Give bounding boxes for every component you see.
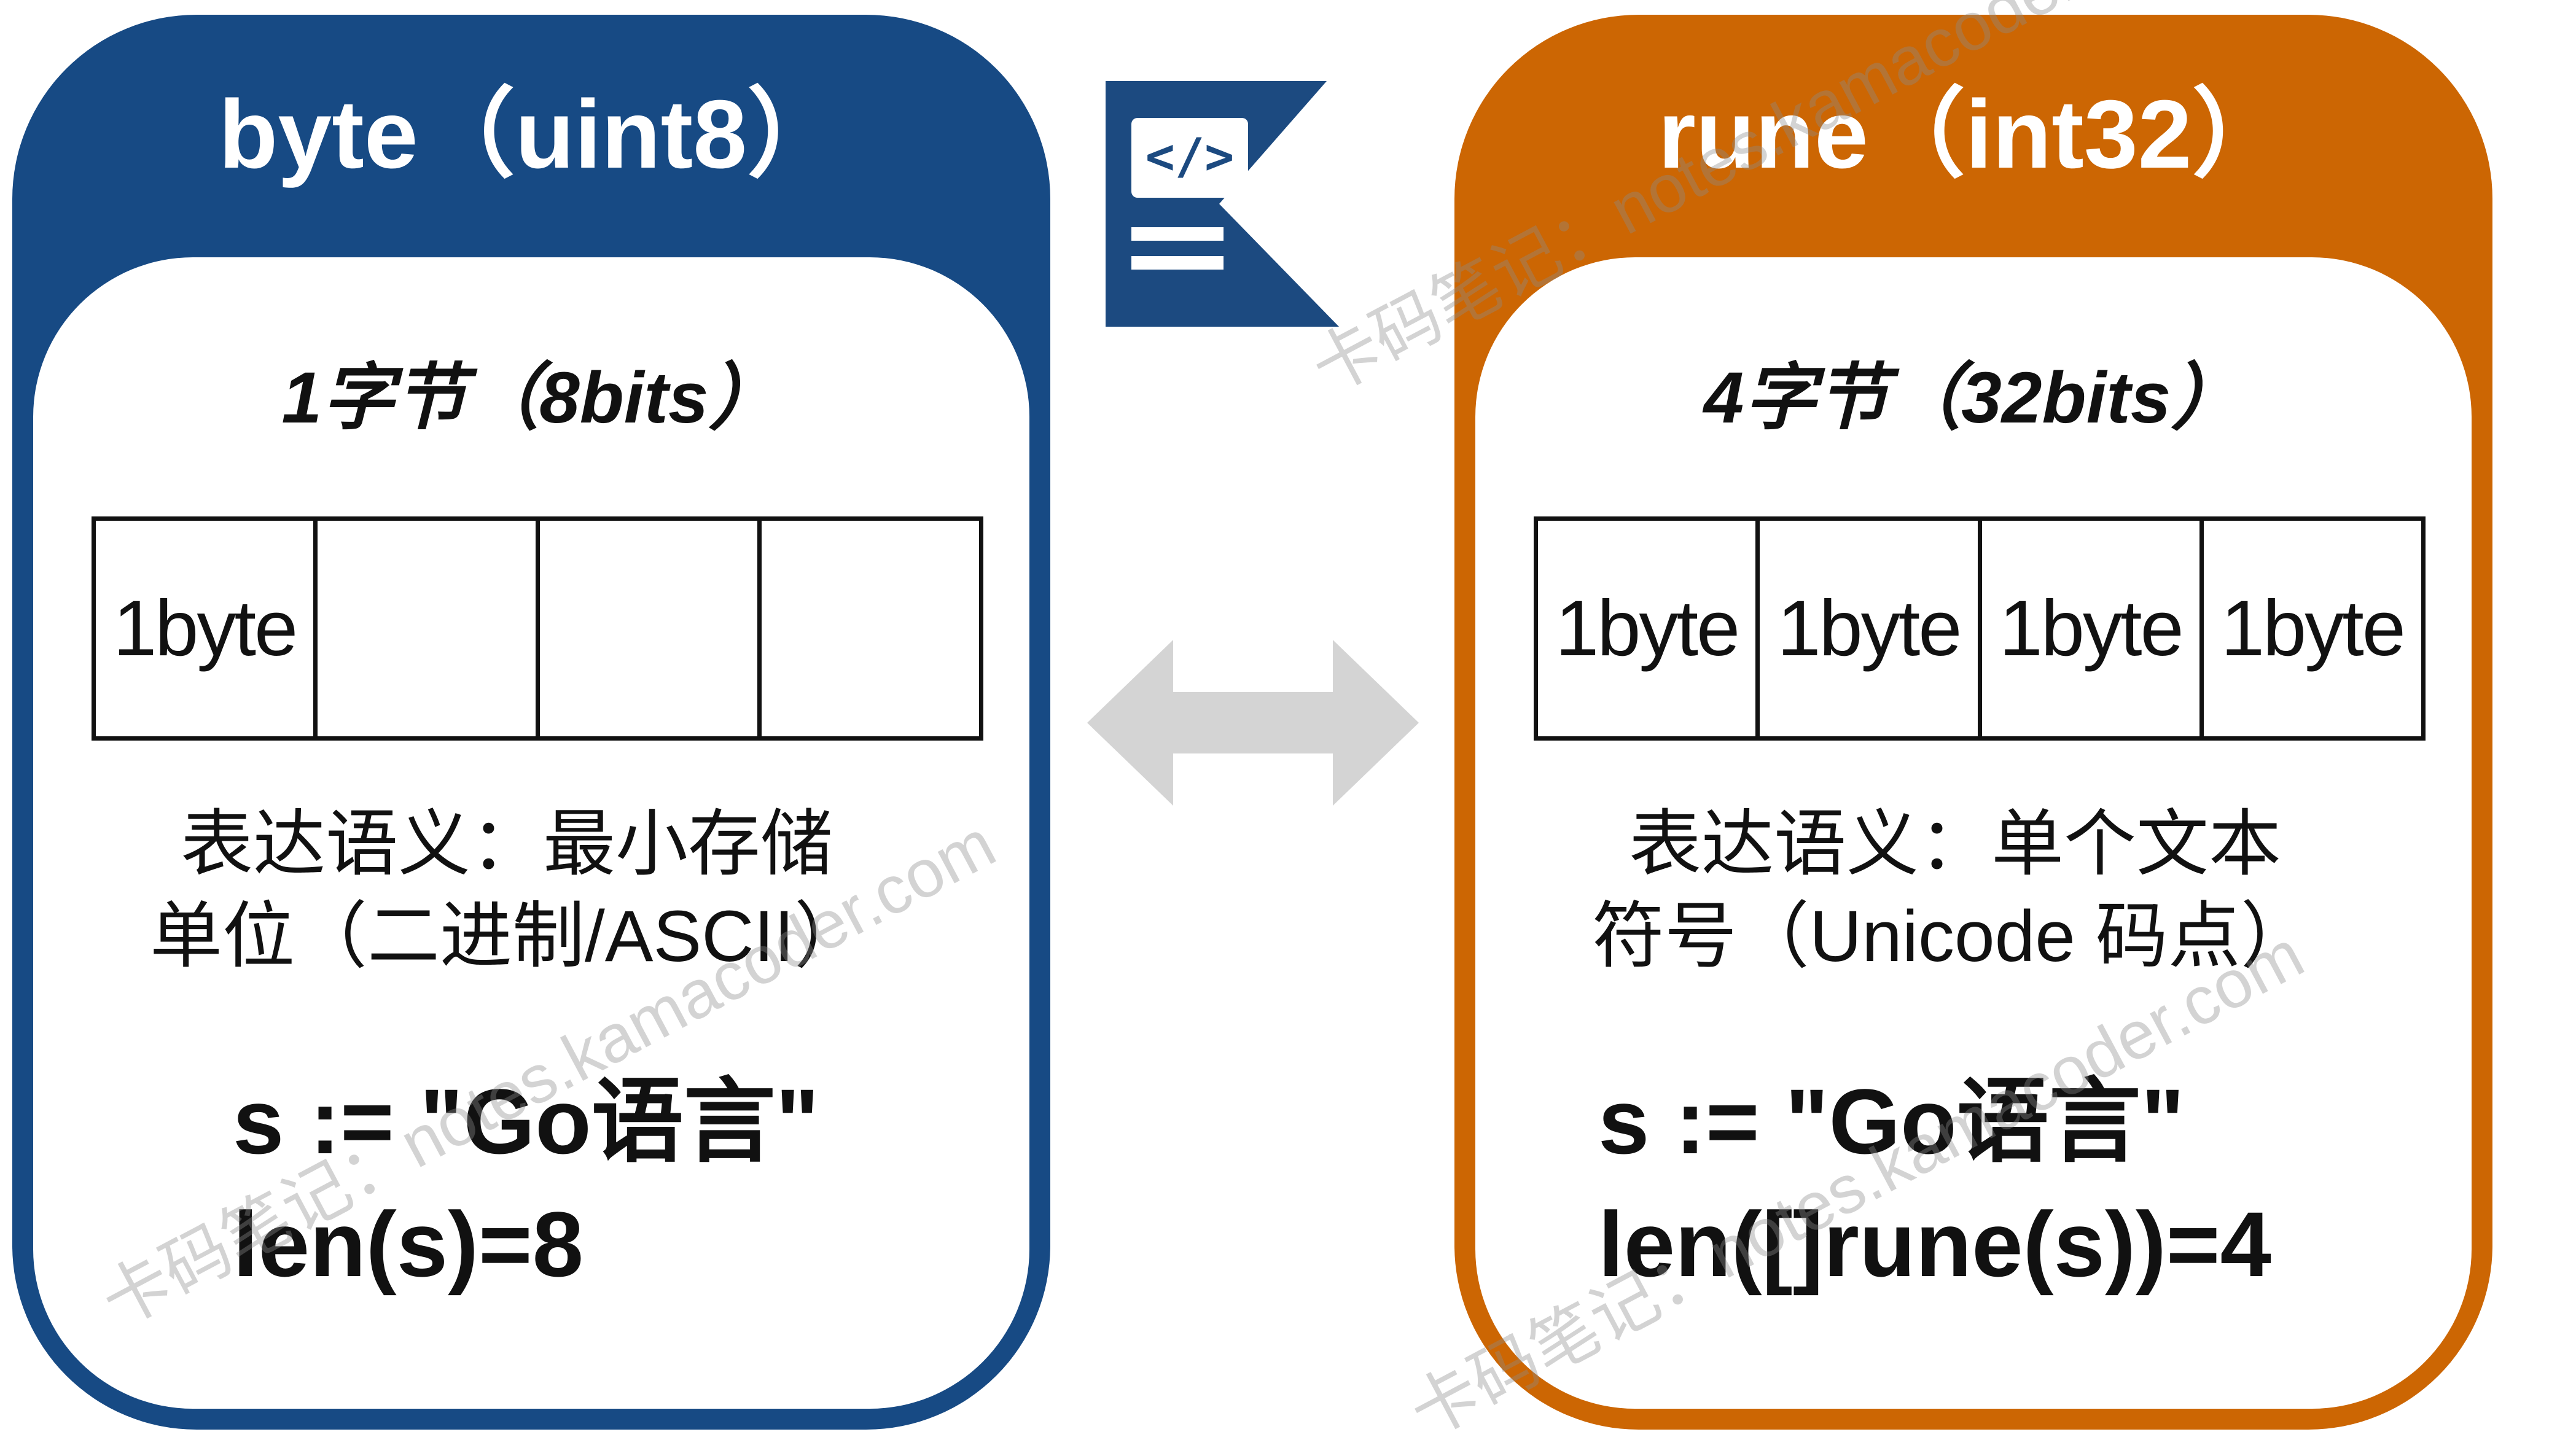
byte-panel: byte（uint8） 1字节（8bits） 1byte 表达语义：最小存储 单… [12,15,1050,1430]
byte-cell: 1byte [113,585,298,672]
svg-text:</>: </> [1146,128,1235,185]
byte-panel-body: 1字节（8bits） 1byte 表达语义：最小存储 单位（二进制/ASCII）… [33,257,1029,1409]
rune-cell: 1byte [1977,521,2199,736]
byte-memory-cells: 1byte [92,516,983,741]
rune-size-label: 4字节（32bits） [1703,357,2244,438]
rune-semantic-line2: 符号（Unicode 码点） [1592,896,2313,977]
rune-panel-title: rune（int32） [1658,80,2289,189]
rune-panel: rune（int32） 4字节（32bits） 1byte 1byte 1byt… [1454,15,2492,1430]
rune-memory-cells: 1byte 1byte 1byte 1byte [1534,516,2426,741]
byte-semantic-line1: 表达语义：最小存储 [181,804,833,885]
rune-cell: 1byte [1755,521,1977,736]
byte-cell [757,521,979,736]
byte-code-line1: s := "Go语言" [233,1070,819,1173]
double-arrow-icon [1087,640,1419,806]
byte-code-line2: len(s)=8 [233,1193,584,1296]
code-document-k-logo-icon: </> [1106,81,1364,327]
rune-semantic-line1: 表达语义：单个文本 [1629,804,2282,885]
byte-cell [535,521,757,736]
byte-cell [313,521,535,736]
rune-cell: 1byte [2199,521,2421,736]
byte-semantic-line2: 单位（二进制/ASCII） [150,896,867,977]
byte-panel-title: byte（uint8） [218,80,845,189]
rune-code-line2: len([]rune(s))=4 [1598,1193,2271,1296]
rune-cell: 1byte [1555,585,1740,672]
byte-size-label: 1字节（8bits） [281,357,781,438]
rune-panel-body: 4字节（32bits） 1byte 1byte 1byte 1byte 表达语义… [1475,257,2472,1409]
rune-code-line1: s := "Go语言" [1598,1070,2185,1173]
